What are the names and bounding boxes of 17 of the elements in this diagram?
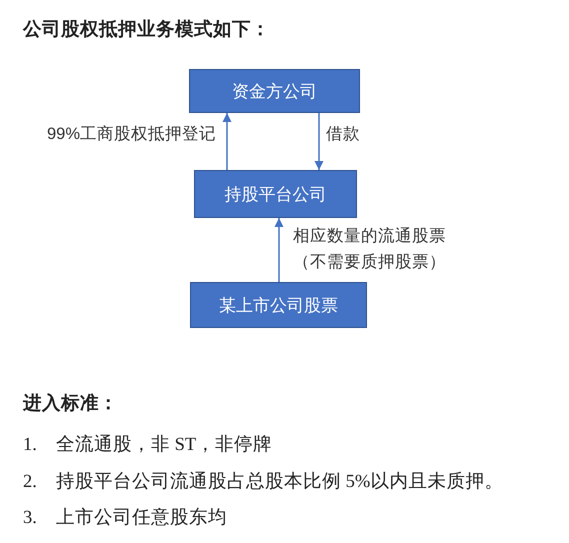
list-item: 上市公司任意股东均	[56, 506, 227, 530]
edge-label: 相应数量的流通股票（不需要质押股票）	[293, 226, 447, 273]
list-number: 2.	[23, 471, 37, 494]
edge-label: 99%工商股权抵押登记	[46, 124, 216, 145]
list-item: 全流通股，非 ST，非停牌	[56, 434, 272, 457]
list-number: 3.	[23, 507, 37, 530]
title: 公司股权抵押业务模式如下：	[23, 18, 270, 42]
arrow	[314, 113, 324, 170]
list-item: 持股平台公司流通股占总股本比例 5%以内且未质押。	[56, 470, 504, 494]
process-box: 某上市公司股票	[190, 282, 367, 328]
edge-label: 借款	[326, 124, 360, 145]
process-box: 持股平台公司	[194, 170, 357, 218]
list-number: 1.	[23, 434, 37, 457]
arrow	[274, 218, 284, 282]
section-heading: 进入标准：	[23, 392, 118, 416]
arrow	[222, 113, 232, 170]
process-box: 资金方公司	[189, 69, 360, 113]
